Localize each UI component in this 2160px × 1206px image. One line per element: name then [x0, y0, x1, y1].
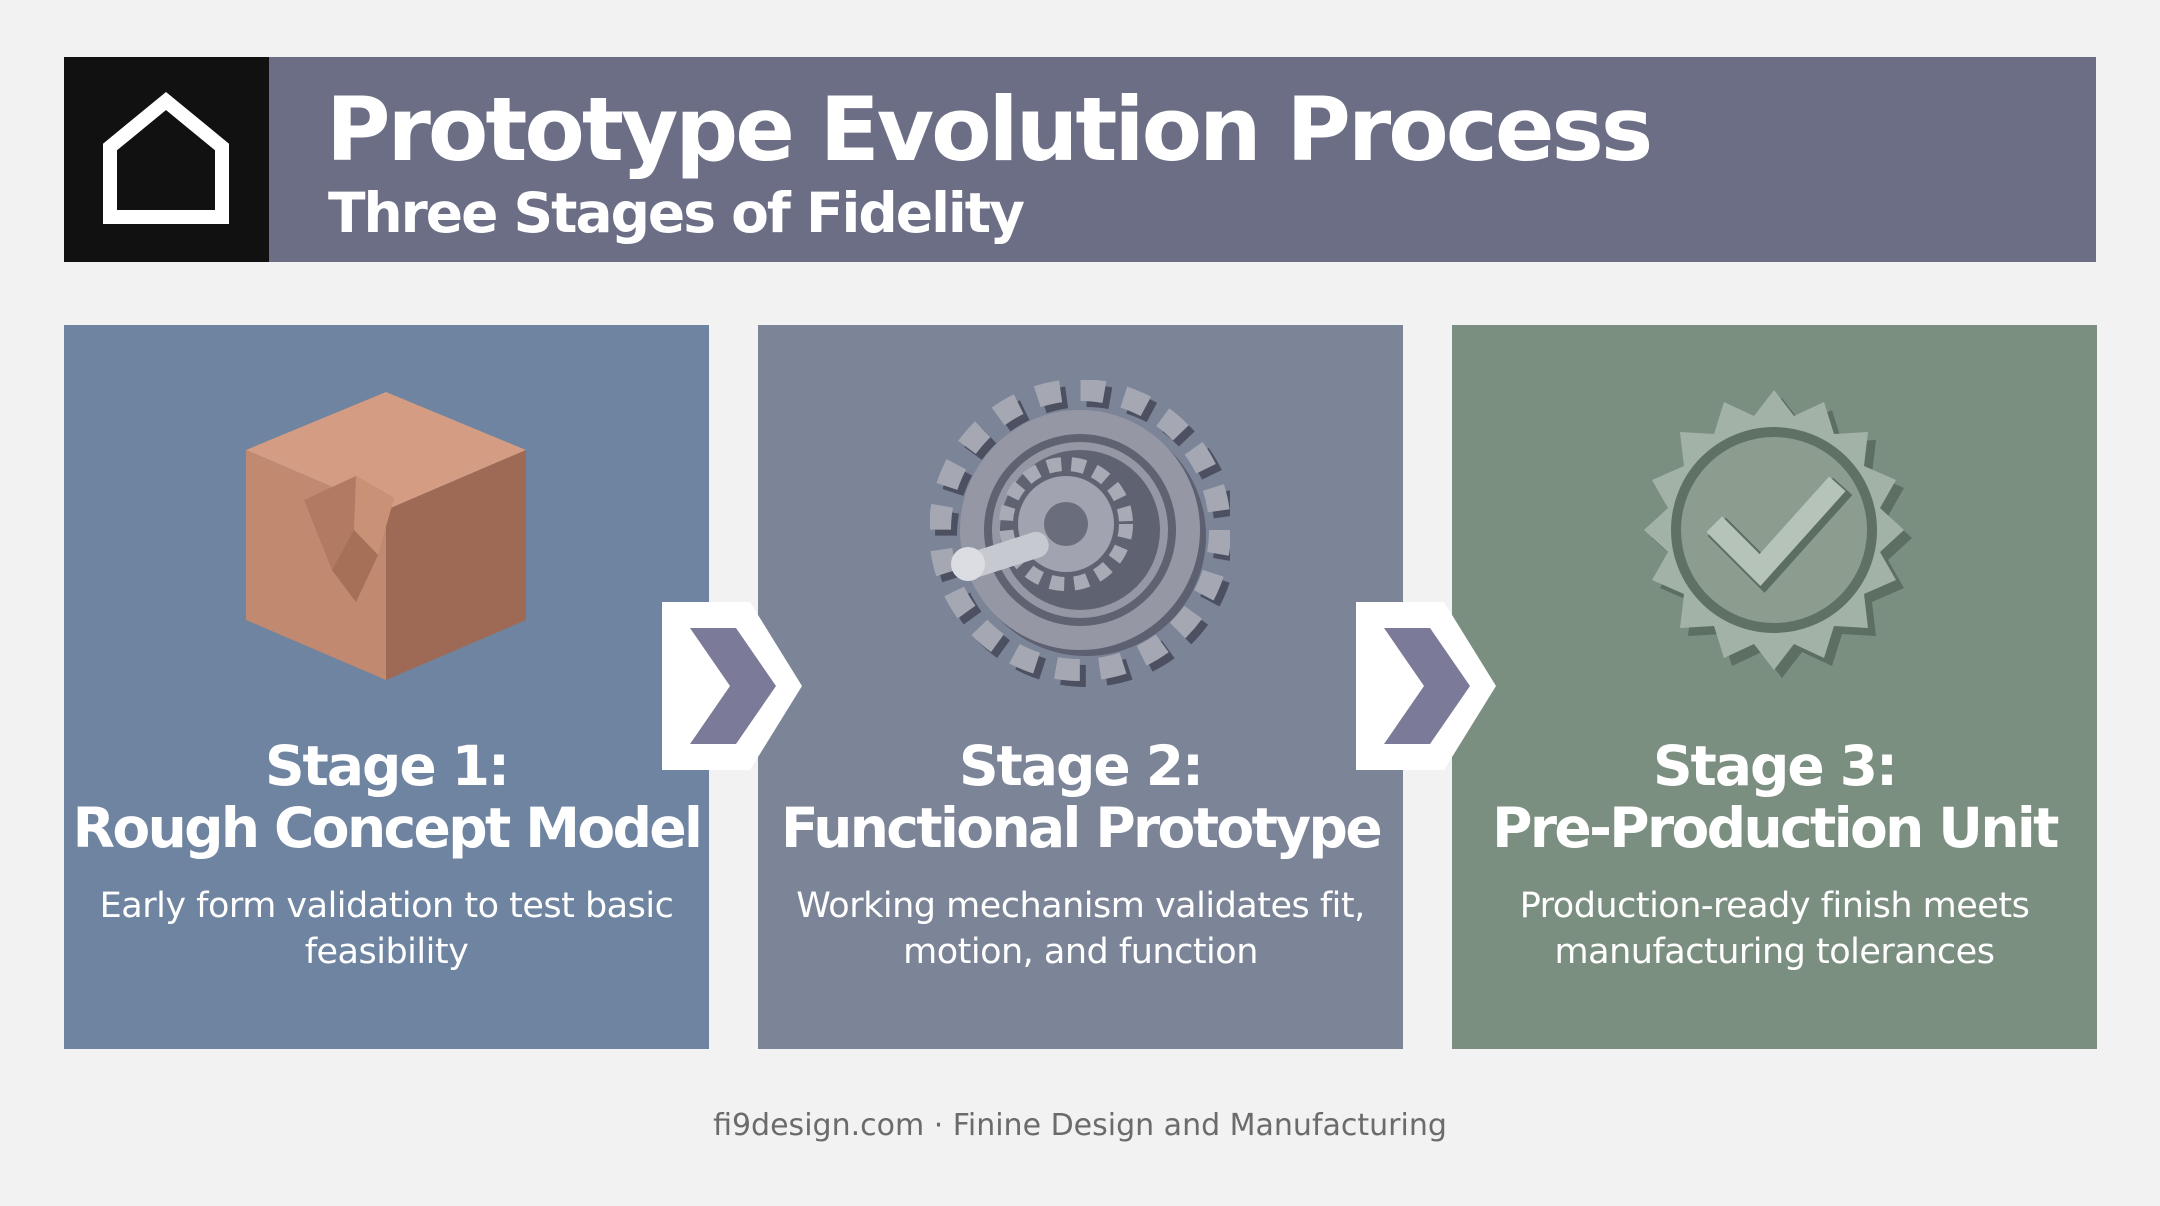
- stage-name: Rough Concept Model: [72, 796, 703, 860]
- stage-card-3: Stage 3: Pre-Production Unit Production-…: [1452, 325, 2097, 1049]
- stage-label: Stage 2:: [958, 734, 1204, 798]
- house-outline-icon: [103, 91, 229, 224]
- stage-card-2: Stage 2: Functional Prototype Working me…: [758, 325, 1403, 1049]
- logo: [64, 57, 269, 262]
- rough-cube-icon: [246, 392, 526, 680]
- header-banner: Prototype Evolution Process Three Stages…: [64, 57, 2096, 262]
- stage-name: Functional Prototype: [780, 796, 1383, 860]
- page-subtitle: Three Stages of Fidelity: [328, 181, 1025, 245]
- stage-label: Stage 3:: [1652, 734, 1898, 798]
- stage-label: Stage 1:: [264, 734, 510, 798]
- page-title: Prototype Evolution Process: [326, 78, 1653, 181]
- gear-mechanism-icon: [930, 380, 1230, 687]
- stage-name: Pre-Production Unit: [1492, 796, 2059, 860]
- check-seal-icon: [1644, 390, 1912, 678]
- stage-card-1: Stage 1: Rough Concept Model Early form …: [64, 325, 709, 1049]
- footer-credit: fi9design.com · Finine Design and Manufa…: [713, 1108, 1447, 1143]
- stage-description: Working mechanism validates fit, motion,…: [796, 886, 1365, 972]
- chevron-right-icon: [1356, 602, 1496, 770]
- stage-description: Early form validation to test basic feas…: [99, 886, 674, 972]
- stage-description: Production-ready finish meets manufactur…: [1519, 886, 2030, 972]
- chevron-right-icon: [662, 602, 802, 770]
